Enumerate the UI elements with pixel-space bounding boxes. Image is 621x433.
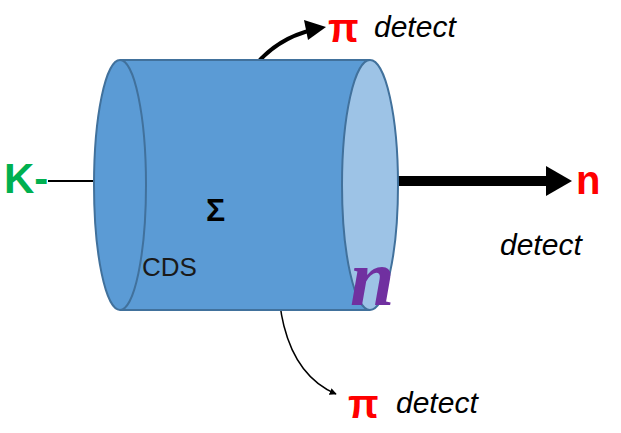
detect-note: detect xyxy=(396,388,478,418)
pion-label: π xyxy=(328,8,359,48)
neutron-label: n xyxy=(576,160,600,200)
neutron-symbol: n xyxy=(350,238,395,318)
detect-note: detect xyxy=(374,12,456,42)
detect-note: detect xyxy=(500,230,582,260)
kaon-label: K- xyxy=(4,158,48,200)
pion-label: π xyxy=(348,384,379,424)
sigma-label: Σ xyxy=(206,194,225,226)
detector-name: CDS xyxy=(142,254,197,280)
